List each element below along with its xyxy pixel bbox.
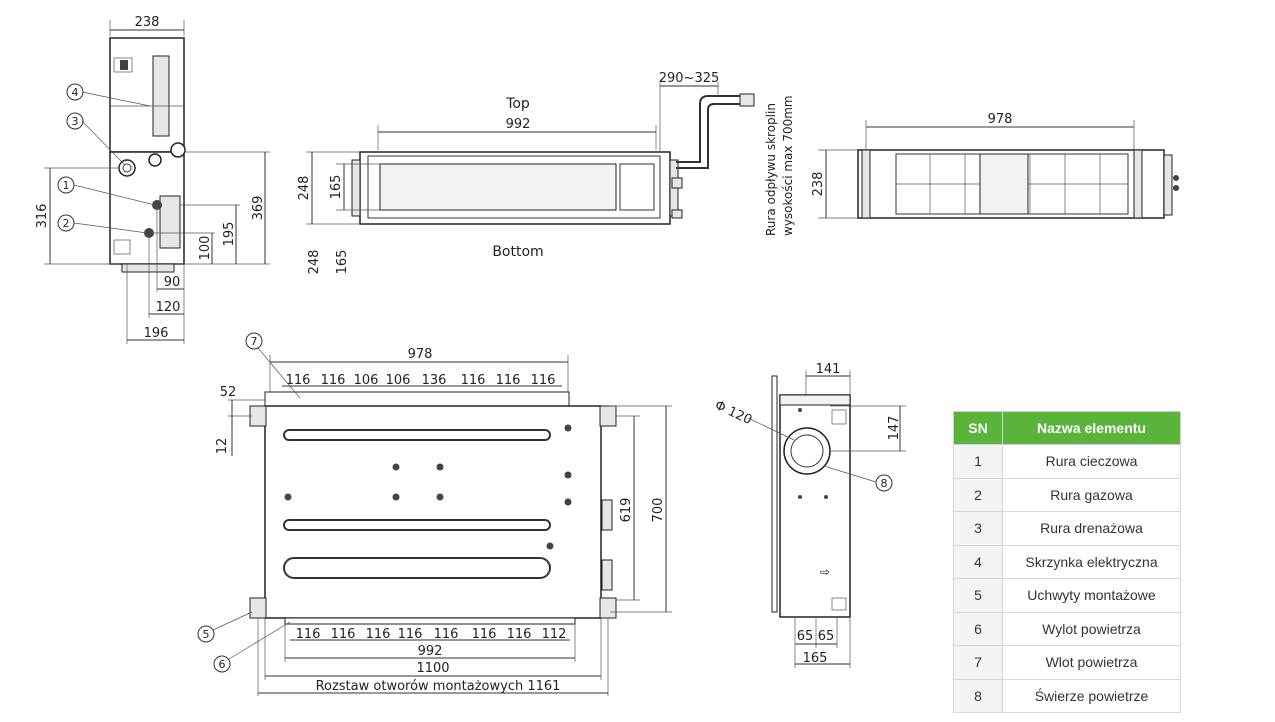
legend-name: Wlot powietrza <box>1002 645 1181 680</box>
dim-12: 12 <box>215 438 230 455</box>
dim-248-below: 248 <box>307 250 322 275</box>
bottom-spacing-4: 116 <box>398 627 423 642</box>
dim-992-bottom: 992 <box>418 644 443 659</box>
legend-name: Skrzynka elektryczna <box>1002 544 1181 579</box>
dim-165-below: 165 <box>335 250 350 275</box>
legend-name: Uchwyty montażowe <box>1002 578 1181 613</box>
dim-978-rear: 978 <box>988 112 1013 127</box>
drain-note-line1: Rura odpływu skroplin <box>764 103 778 236</box>
top-spacing-2: 116 <box>321 373 346 388</box>
drain-note-line2: wysokości max 700mm <box>781 95 795 236</box>
dim-120: 120 <box>156 300 181 315</box>
legend-sn: 4 <box>953 544 1003 579</box>
callout-8: 8 <box>881 477 888 490</box>
top-spacing-8: 116 <box>531 373 556 388</box>
dim-165: 165 <box>329 175 344 200</box>
dim-369: 369 <box>251 196 266 221</box>
dim-992-front: 992 <box>506 117 531 132</box>
bottom-spacing-5: 116 <box>434 627 459 642</box>
callout-3: 3 <box>72 115 79 128</box>
airflow-arrow-icon: ⇨ <box>820 565 830 579</box>
dim-65-right: 65 <box>818 629 835 644</box>
callout-7: 7 <box>251 335 258 348</box>
callout-5: 5 <box>203 628 210 641</box>
dim-141: 141 <box>816 362 841 377</box>
bottom-spacing-7: 116 <box>507 627 532 642</box>
dim-619: 619 <box>619 498 634 523</box>
mounting-spacing-label: Rozstaw otworów montażowych 1161 <box>316 679 561 694</box>
legend-name: Rura cieczowa <box>1002 444 1181 479</box>
callout-1: 1 <box>63 179 70 192</box>
dim-195: 195 <box>222 222 237 247</box>
top-spacing-5: 136 <box>422 373 447 388</box>
dim-165-end: 165 <box>803 651 828 666</box>
legend-name: Rura drenażowa <box>1002 511 1181 546</box>
legend-sn: 8 <box>953 678 1003 713</box>
legend-sn: 6 <box>953 611 1003 646</box>
bottom-spacing-8: 112 <box>542 627 567 642</box>
top-spacing-1: 116 <box>286 373 311 388</box>
legend-sn: 1 <box>953 444 1003 479</box>
dim-65-left: 65 <box>797 629 814 644</box>
dim-978-bottom: 978 <box>408 347 433 362</box>
label-top: Top <box>505 96 530 112</box>
legend-sn: 7 <box>953 645 1003 680</box>
dim-52: 52 <box>220 385 237 400</box>
end-view: 141 ⇨ Φ 120 147 8 65 65 165 <box>712 362 906 668</box>
dim-diameter-120: Φ 120 <box>712 398 754 428</box>
dim-316: 316 <box>35 204 50 229</box>
bottom-spacing-1: 116 <box>296 627 321 642</box>
legend-name: Świerze powietrze <box>1002 678 1181 713</box>
label-bottom: Bottom <box>492 244 543 260</box>
top-spacing-7: 116 <box>496 373 521 388</box>
front-view: Top 992 290~325 Rura odpływu skroplin wy… <box>297 71 795 274</box>
dim-1100: 1100 <box>416 661 449 676</box>
dim-90: 90 <box>164 275 181 290</box>
dim-700: 700 <box>651 498 666 523</box>
dim-290-325: 290~325 <box>659 71 720 86</box>
bottom-spacing-2: 116 <box>331 627 356 642</box>
side-view: 238 4 3 1 2 316 <box>35 15 270 344</box>
top-spacing-3: 106 <box>354 373 379 388</box>
dim-238-rear: 238 <box>811 172 826 197</box>
bottom-spacing-3: 116 <box>366 627 391 642</box>
callout-2: 2 <box>63 217 70 230</box>
top-spacing-4: 106 <box>386 373 411 388</box>
bottom-spacing-6: 116 <box>472 627 497 642</box>
dim-196: 196 <box>144 326 169 341</box>
legend-header-sn: SN <box>953 411 1003 445</box>
rear-view: 978 238 <box>811 112 1179 219</box>
top-spacing-6: 116 <box>461 373 486 388</box>
legend-name: Wylot powietrza <box>1002 611 1181 646</box>
bottom-view: 978 116 116 106 106 136 116 116 116 <box>197 332 672 696</box>
legend-name: Rura gazowa <box>1002 477 1181 512</box>
dim-147: 147 <box>887 416 902 441</box>
dim-248: 248 <box>297 176 312 201</box>
legend-sn: 3 <box>953 511 1003 546</box>
dim-100: 100 <box>198 236 213 261</box>
legend-sn: 5 <box>953 578 1003 613</box>
legend-sn: 2 <box>953 477 1003 512</box>
legend-header-name: Nazwa elementu <box>1002 411 1181 445</box>
callout-4: 4 <box>72 86 79 99</box>
dim-238: 238 <box>135 15 160 30</box>
callout-6: 6 <box>219 658 226 671</box>
